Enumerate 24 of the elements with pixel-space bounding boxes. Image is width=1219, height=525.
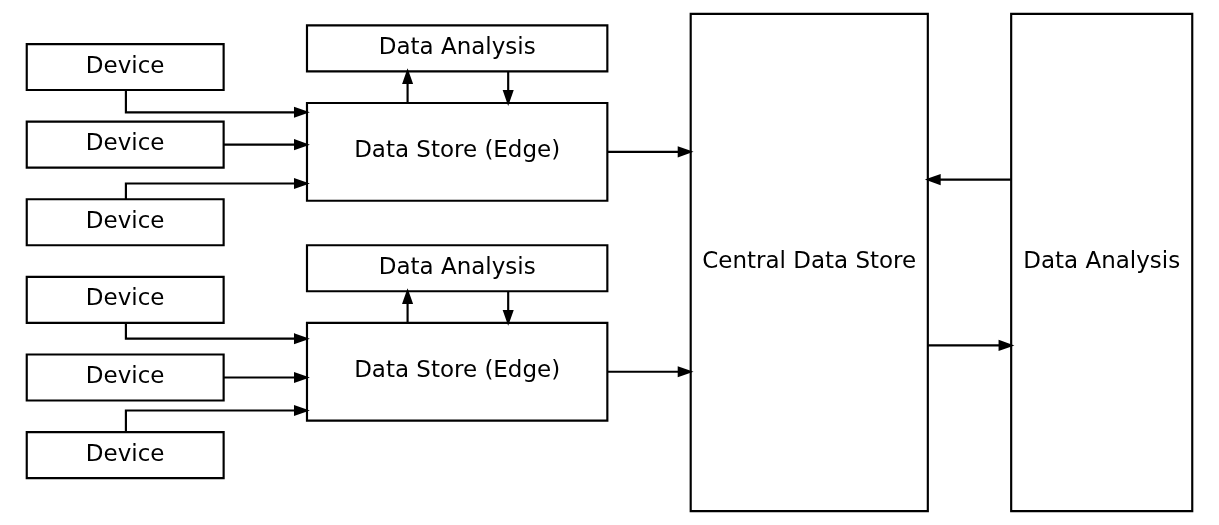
arrow [502, 291, 514, 326]
arrow [223, 371, 310, 383]
node-box: Device [25, 120, 225, 169]
node-box: Device [25, 431, 225, 480]
node-box: Data Store (Edge) [305, 321, 609, 422]
node-box: Data Analysis [305, 24, 609, 73]
arrow [607, 146, 694, 158]
node-box: Data Store (Edge) [305, 101, 609, 202]
arrow [223, 139, 310, 151]
arrow [502, 71, 514, 106]
arrow [402, 288, 414, 323]
node-box: Device [25, 353, 225, 402]
node-box: Data Analysis [305, 244, 609, 293]
arrow [402, 68, 414, 103]
arrow [124, 404, 310, 432]
arrow [607, 366, 694, 378]
node-box: Device [25, 275, 225, 324]
node-box: Central Data Store [689, 12, 929, 513]
arrow [928, 339, 1015, 351]
node-box: Data Analysis [1010, 12, 1194, 513]
node-box: Device [25, 43, 225, 92]
arrow [924, 174, 1011, 186]
node-box: Device [25, 198, 225, 247]
arrow [124, 90, 310, 118]
